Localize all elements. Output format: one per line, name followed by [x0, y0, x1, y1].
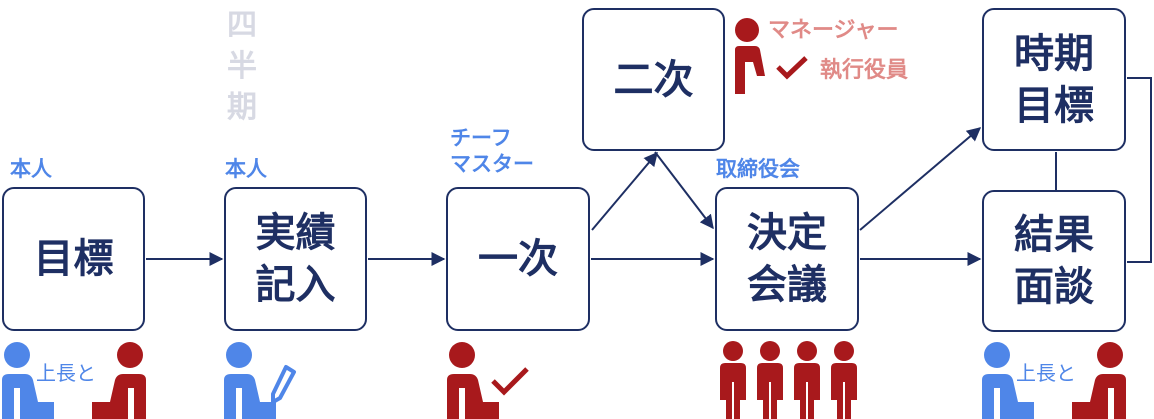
person-blue-icon: [2, 342, 54, 419]
quarter-char-1: 四: [227, 8, 257, 43]
box-period-goal: 時期 目標: [982, 8, 1126, 151]
second-role-executive: 執行役員: [820, 58, 909, 83]
box-first-review: 一次: [446, 187, 590, 331]
box-result-interview: 結果 面談: [982, 190, 1126, 332]
person-blue-icon: [224, 342, 276, 419]
person-red-icon: [735, 18, 765, 94]
box-second-review: 二次: [582, 8, 725, 151]
role-label-record: 本人: [225, 157, 267, 181]
person-red-icon: [92, 342, 146, 419]
arrow-first-to-second: [591, 151, 658, 231]
person-red-icon: [447, 342, 499, 419]
arrow-second-to-decision: [654, 151, 714, 230]
box-goal: 目標: [2, 187, 145, 331]
person-red-icon: [1072, 342, 1126, 419]
box-decision-meeting: 決定 会議: [715, 187, 859, 331]
check-icon: [491, 367, 529, 396]
role-label-goal: 本人: [10, 157, 52, 181]
with-boss-label-left: 上長と: [36, 361, 96, 385]
group-red-icon: [720, 341, 857, 419]
quarter-char-2: 半: [227, 49, 257, 84]
role-label-first-review: チーフ マスター: [450, 126, 534, 176]
pen-icon: [271, 365, 296, 404]
role-label-decision: 取締役会: [716, 157, 800, 181]
person-blue-icon: [982, 342, 1034, 419]
with-boss-label-right: 上長と: [1016, 361, 1076, 385]
arrow-decision-to-period-goal: [859, 127, 982, 231]
box-record: 実績 記入: [224, 187, 367, 331]
check-icon: [776, 56, 808, 80]
connector-loop-right: [1127, 77, 1152, 263]
second-role-manager: マネージャー: [768, 18, 899, 43]
quarter-char-3: 期: [227, 90, 257, 125]
